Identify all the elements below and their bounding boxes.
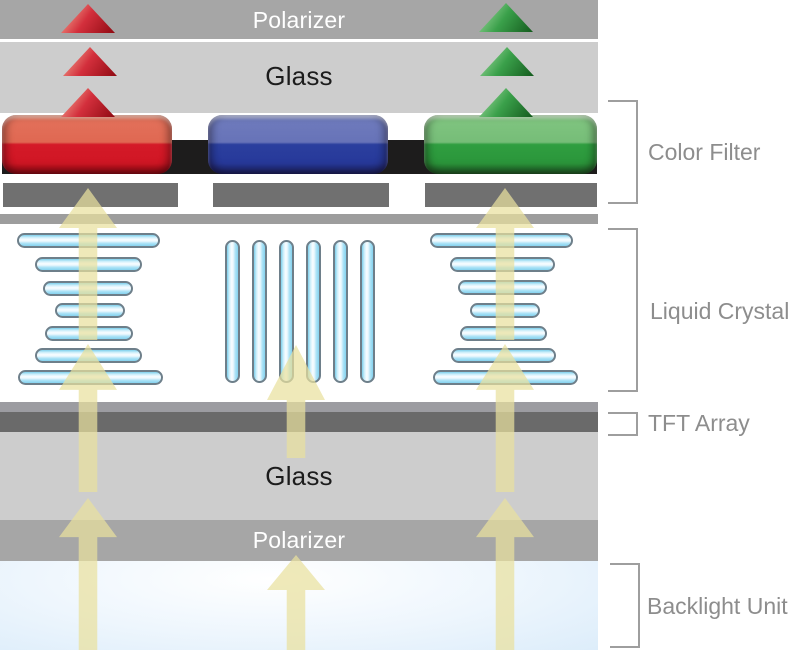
substrate-bar-top: [0, 214, 598, 224]
polarizer-top-label: Polarizer: [252, 7, 346, 33]
tft-array-bracket: [608, 412, 638, 436]
glass-bottom-label: Glass: [265, 461, 333, 491]
lc-molecule-vertical: [225, 240, 240, 383]
liquid-crystal-bracket: [608, 228, 638, 392]
lc-molecule-vertical: [360, 240, 375, 383]
blue-filter-bar: [208, 115, 388, 174]
backlight-unit-label: Backlight Unit: [647, 593, 788, 619]
color-filter-bracket: [608, 100, 638, 204]
electrode-bar-middle: [213, 183, 389, 207]
lc-molecule-vertical: [306, 240, 321, 383]
red-filter-bar: [2, 115, 172, 174]
green-filter-bar: [424, 115, 597, 174]
color-filter-label: Color Filter: [648, 139, 761, 165]
backlight-unit-bracket: [610, 563, 640, 648]
glass-top-label: Glass: [265, 61, 333, 91]
polarizer-bottom-label: Polarizer: [252, 527, 346, 553]
lc-molecule-vertical: [333, 240, 348, 383]
liquid-crystal-label: Liquid Crystal: [650, 298, 790, 324]
tft-array-label: TFT Array: [648, 410, 750, 436]
lc-molecule-vertical: [252, 240, 267, 383]
